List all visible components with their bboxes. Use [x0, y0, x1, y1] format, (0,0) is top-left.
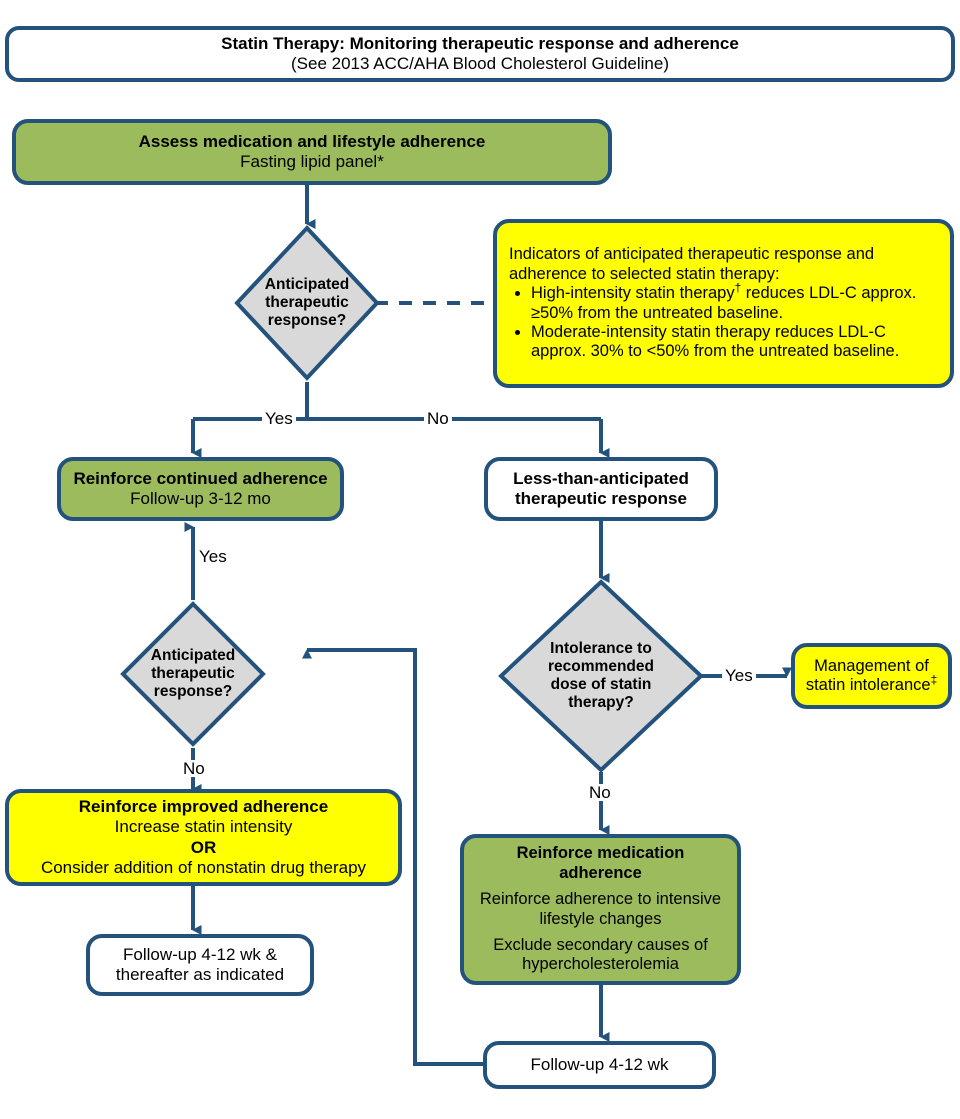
reinforce-improved-line-4: Consider addition of nonstatin drug ther…	[40, 857, 367, 877]
decision-3-line-2: recommended	[548, 658, 654, 676]
decision-anticipated-2: Anticipated therapeutic response?	[123, 604, 263, 744]
reinforce-medication-adherence-box: Reinforce medication adherence Reinforce…	[460, 834, 741, 985]
title-line-1: Statin Therapy: Monitoring therapeutic r…	[221, 33, 739, 53]
decision-2-line-3: response?	[153, 682, 233, 700]
callout-bullet-item: Moderate-intensity statin therapy reduce…	[531, 323, 938, 362]
callout-bullet-list: High-intensity statin therapy† reduces L…	[509, 280, 938, 362]
reinforce-continued-title: Reinforce continued adherence	[73, 468, 328, 488]
followup-bottom-box: Follow-up 4-12 wk	[483, 1041, 716, 1089]
assess-title: Assess medication and lifestyle adherenc…	[138, 131, 486, 151]
reinforce-continued-subtitle: Follow-up 3-12 mo	[130, 489, 271, 508]
edge-label-no-left-down: No	[180, 760, 208, 777]
followup-left-line-1: Follow-up 4-12 wk &	[122, 944, 277, 964]
edge-label-yes-intolerance: Yes	[722, 667, 756, 684]
assess-subtitle: Fasting lipid panel*	[240, 152, 384, 171]
decision-1-line-1: Anticipated	[264, 276, 350, 294]
callout-bullet-item: High-intensity statin therapy† reduces L…	[531, 280, 938, 323]
callout-intro-line-2: adherence to selected statin therapy:	[509, 264, 780, 283]
double-dagger-marker-icon: ‡	[930, 672, 938, 687]
decision-2-label: Anticipated therapeutic response?	[123, 604, 263, 744]
management-line-1: Management of	[814, 656, 929, 675]
reinforce-medication-body-line-2: lifestyle changes	[539, 909, 662, 928]
followup-left-box: Follow-up 4-12 wk & thereafter as indica…	[86, 934, 314, 996]
reinforce-medication-title-line-1: Reinforce medication	[516, 844, 685, 863]
bullet-1-text-after: reduces LDL-C approx. ≥50% from the untr…	[531, 284, 917, 322]
reinforce-continued-adherence-box: Reinforce continued adherence Follow-up …	[57, 457, 344, 521]
reinforce-improved-title: Reinforce improved adherence	[78, 797, 329, 817]
edge-label-yes-top: Yes	[262, 410, 296, 427]
decision-3-line-4: therapy?	[568, 693, 634, 711]
edge-label-yes-left-up: Yes	[196, 548, 230, 565]
dagger-marker-icon: †	[734, 280, 742, 295]
decision-intolerance: Intolerance to recommended dose of stati…	[501, 582, 701, 770]
decision-intolerance-label: Intolerance to recommended dose of stati…	[501, 582, 701, 770]
reinforce-improved-adherence-box: Reinforce improved adherence Increase st…	[5, 789, 402, 886]
decision-anticipated-1: Anticipated therapeutic response?	[237, 228, 377, 378]
less-than-line-2: therapeutic response	[515, 489, 687, 508]
less-than-line-1: Less-than-anticipated	[513, 468, 689, 488]
title-box: Statin Therapy: Monitoring therapeutic r…	[5, 26, 955, 82]
edge-label-no-intolerance: No	[586, 784, 614, 801]
decision-1-line-3: response?	[267, 311, 347, 329]
management-statin-intolerance-box: Management of statin intolerance‡	[791, 643, 952, 709]
bullet-2-text: Moderate-intensity statin therapy reduce…	[531, 322, 900, 361]
reinforce-medication-title-line-2: adherence	[559, 863, 642, 882]
followup-bottom-line-1: Follow-up 4-12 wk	[530, 1054, 669, 1074]
management-line-2-text: statin intolerance	[805, 676, 931, 694]
decision-1-line-2: therapeutic	[265, 294, 349, 312]
callout-indicators-box: Indicators of anticipated therapeutic re…	[493, 219, 954, 388]
decision-1-label: Anticipated therapeutic response?	[237, 228, 377, 378]
edge-label-no-top: No	[424, 410, 452, 427]
management-line-2: statin intolerance‡	[805, 672, 938, 695]
reinforce-improved-or: OR	[190, 837, 217, 857]
decision-3-line-3: dose of statin	[550, 676, 652, 693]
callout-body: Indicators of anticipated therapeutic re…	[497, 245, 950, 362]
title-line-2: (See 2013 ACC/AHA Blood Cholesterol Guid…	[291, 54, 669, 73]
reinforce-medication-body-line-4: hypercholesterolemia	[522, 955, 679, 974]
decision-2-line-1: Anticipated	[150, 647, 236, 665]
reinforce-medication-body-line-1: Reinforce adherence to intensive	[479, 890, 722, 909]
reinforce-improved-line-2: Increase statin intensity	[114, 817, 293, 837]
followup-left-line-2: thereafter as indicated	[115, 965, 285, 984]
assess-box: Assess medication and lifestyle adherenc…	[12, 119, 612, 185]
less-than-anticipated-box: Less-than-anticipated therapeutic respon…	[484, 457, 718, 521]
reinforce-medication-body-line-3: Exclude secondary causes of	[493, 935, 708, 954]
decision-3-line-1: Intolerance to	[550, 640, 652, 658]
callout-intro-line-1: Indicators of anticipated therapeutic re…	[509, 245, 875, 264]
decision-2-line-2: therapeutic	[151, 665, 235, 683]
bullet-1-text-before: High-intensity statin therapy	[531, 284, 735, 303]
